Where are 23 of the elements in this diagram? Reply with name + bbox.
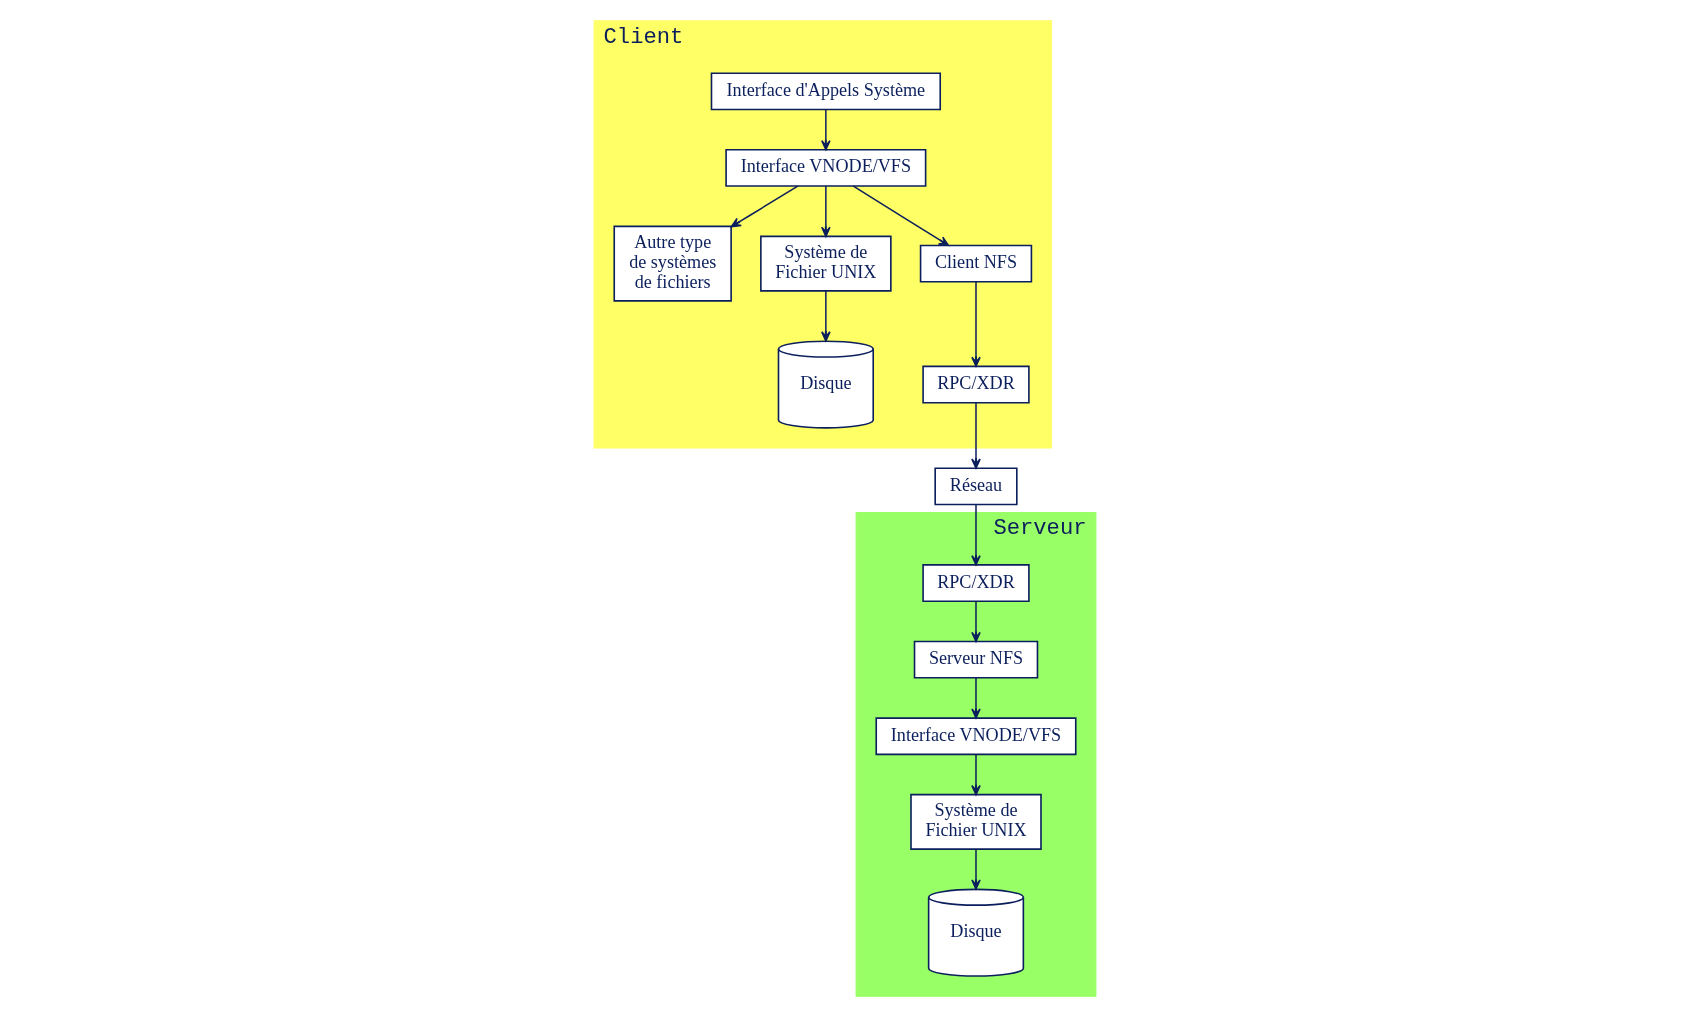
node-box: Interface VNODE/VFS (725, 148, 927, 187)
node-box: Système de Fichier UNIX (760, 235, 892, 292)
arrow (971, 600, 981, 643)
node-box: Serveur NFS (913, 640, 1039, 679)
node-box: Interface d'Appels Système (710, 72, 942, 111)
node-box: Interface VNODE/VFS (875, 717, 1077, 756)
arrow (821, 108, 831, 151)
arrow (821, 185, 831, 238)
arrow (971, 281, 981, 367)
node-box: RPC/XDR (922, 564, 1030, 602)
arrow (821, 290, 831, 342)
arrow (971, 848, 981, 890)
node-box: RPC/XDR (922, 365, 1030, 404)
node-box: Client NFS (919, 244, 1033, 283)
arrow (971, 402, 981, 469)
arrow (852, 185, 950, 247)
arrow (971, 503, 981, 566)
arrow (730, 185, 799, 228)
arrow (971, 753, 981, 796)
arrow (971, 677, 981, 719)
node-box: Autre type de systèmes de fichiers (613, 225, 732, 302)
node-box: Réseau (934, 467, 1018, 506)
node-box: Système de Fichier UNIX (910, 793, 1042, 850)
